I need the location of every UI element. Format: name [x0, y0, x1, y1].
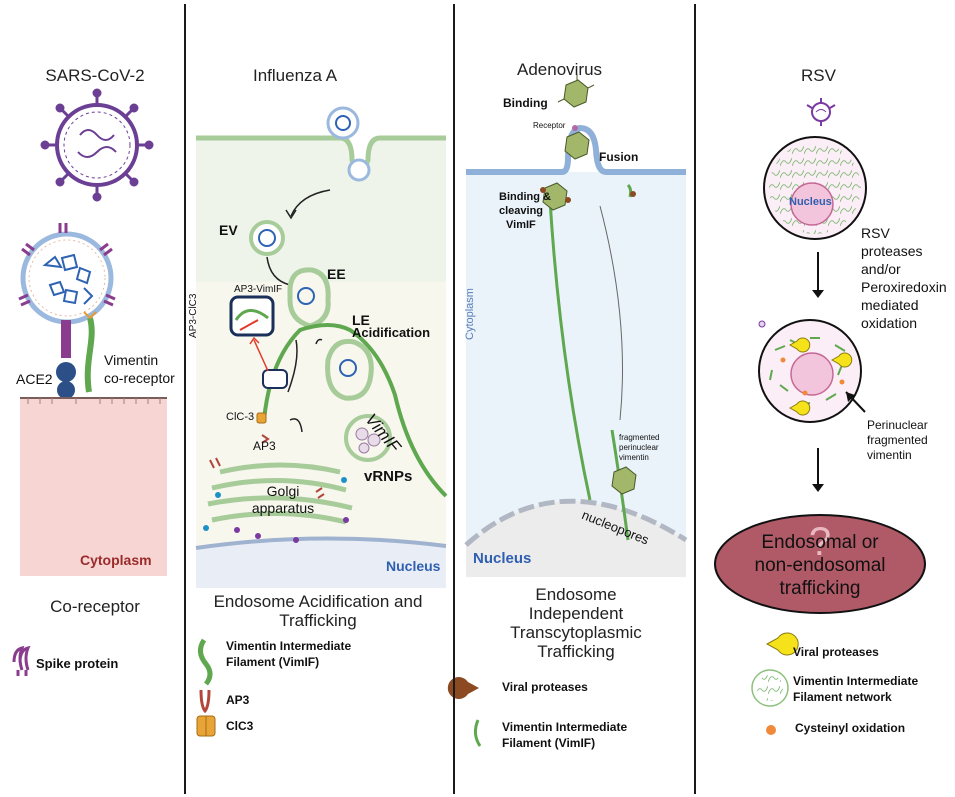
rsv-outcome-ellipse: [714, 514, 926, 614]
sars-caption: Co-receptor: [50, 597, 140, 616]
adeno-caption-line1: Endosome: [535, 585, 617, 604]
vimentin-coreceptor-line2: co-receptor: [104, 370, 175, 386]
rsv-cell-1: [763, 136, 867, 240]
sars-virion-bound: [18, 223, 116, 415]
adeno-caption-line3: Transcytoplasmic: [510, 623, 642, 642]
binding-cleaving-line3: VimIF: [506, 219, 536, 231]
protease-legend-icon-brown: [447, 677, 479, 699]
ap3-legend-label: AP3: [226, 693, 250, 707]
rsv-arrow-1: [812, 252, 824, 298]
adeno-nucleus-label: Nucleus: [473, 550, 532, 567]
ap3-vimif-label: AP3-VimIF: [234, 284, 283, 295]
ap3-clc3-label: AP3-ClC3: [188, 293, 199, 338]
network-legend-icon: [751, 669, 789, 707]
golgi-label-line2: apparatus: [251, 500, 315, 516]
sars-cytoplasm-label: Cytoplasm: [80, 552, 152, 568]
ee-label: EE: [327, 266, 346, 282]
adeno-title: Adenovirus: [517, 60, 603, 79]
adeno-vimif-legend-line2: Filament (VimIF): [502, 736, 596, 750]
rsv-protease-legend-label: Viral proteases: [793, 645, 879, 659]
le-label: LE: [352, 312, 370, 328]
spike-legend-label: Spike protein: [36, 656, 119, 671]
clc3-legend-icon: [196, 715, 216, 737]
network-legend-line2: Filament network: [793, 690, 892, 704]
fragmented-line1: fragmented: [619, 433, 660, 442]
perinuclear-line3: vimentin: [867, 448, 912, 462]
cysteinyl-legend-icon: [766, 725, 776, 735]
adeno-protease-legend-label: Viral proteases: [502, 680, 588, 694]
ev-label: EV: [219, 222, 238, 238]
receptor-label: Receptor: [533, 121, 566, 130]
vimif-legend-line1: Vimentin Intermediate: [226, 639, 352, 653]
influenza-caption-line1: Endosome Acidification and: [213, 592, 423, 611]
network-legend-line1: Vimentin Intermediate: [793, 674, 919, 688]
clc3-label: ClC-3: [226, 411, 255, 423]
rsv-step-line5: mediated: [861, 297, 919, 313]
influenza-caption-line2: Trafficking: [279, 611, 357, 630]
fusion-label: Fusion: [599, 150, 639, 164]
sars-virion-top: [40, 88, 154, 202]
adeno-caption-line2: Independent: [528, 604, 624, 623]
adeno-caption-line4: Trafficking: [537, 642, 615, 661]
divider-1: [184, 4, 186, 794]
rsv-arrow-2: [812, 448, 824, 492]
rsv-step-line4: Peroxiredoxin: [861, 279, 947, 295]
ellipse-text-line3: trafficking: [779, 578, 861, 599]
vimif-legend-icon: [198, 638, 213, 686]
acidification-label: Acidification: [352, 325, 431, 340]
adeno-vimif-legend-line1: Vimentin Intermediate: [502, 720, 628, 734]
ap3-legend-icon: [199, 689, 211, 714]
perinuclear-line2: fragmented: [867, 433, 928, 447]
binding-label: Binding: [503, 96, 548, 110]
golgi-label-line1: Golgi: [266, 483, 300, 499]
rsv-cell-2: [758, 319, 866, 423]
binding-cleaving-line2: cleaving: [499, 205, 544, 217]
divider-2: [453, 4, 455, 794]
rsv-nucleus-label: Nucleus: [789, 196, 832, 208]
rsv-virion: [806, 98, 836, 126]
ellipse-text-line2: non-endosomal: [754, 555, 886, 576]
rsv-step-line6: oxidation: [861, 315, 918, 331]
clc3-legend-label: ClC3: [226, 719, 254, 733]
ace2-label: ACE2: [16, 371, 53, 387]
rsv-step-line3: and/or: [861, 261, 901, 277]
fragmented-line2: perinuclear: [619, 443, 659, 452]
adeno-cytoplasm-label: Cytoplasm: [464, 288, 476, 340]
sars-title: SARS-CoV-2: [45, 66, 145, 85]
influenza-cell: [195, 106, 448, 588]
binding-cleaving-line1: Binding &: [499, 191, 551, 203]
influenza-title: Influenza A: [253, 66, 338, 85]
fragmented-line3: vimentin: [619, 453, 649, 462]
rsv-step-line1: RSV: [861, 225, 890, 241]
protease-legend-icon-yellow: [765, 632, 799, 656]
question-mark: ?: [808, 520, 832, 564]
vimif-legend-line2: Filament (VimIF): [226, 655, 320, 669]
vimentin-coreceptor-line1: Vimentin: [104, 352, 159, 368]
ellipse-text-line1: Endosomal or: [761, 532, 879, 553]
spike-legend-icon: [12, 645, 31, 676]
cysteinyl-legend-label: Cysteinyl oxidation: [795, 721, 906, 735]
adeno-vimif-legend-icon: [473, 719, 482, 747]
sars-membrane: [20, 397, 167, 576]
vrnps-label: vRNPs: [364, 468, 413, 485]
divider-3: [694, 4, 696, 794]
adeno-cell: [464, 74, 688, 577]
ap3-label: AP3: [253, 439, 276, 453]
influenza-nucleus-label: Nucleus: [386, 558, 441, 574]
rsv-step-line2: proteases: [861, 243, 923, 259]
perinuclear-line1: Perinuclear: [867, 418, 928, 432]
rsv-title: RSV: [801, 66, 836, 85]
